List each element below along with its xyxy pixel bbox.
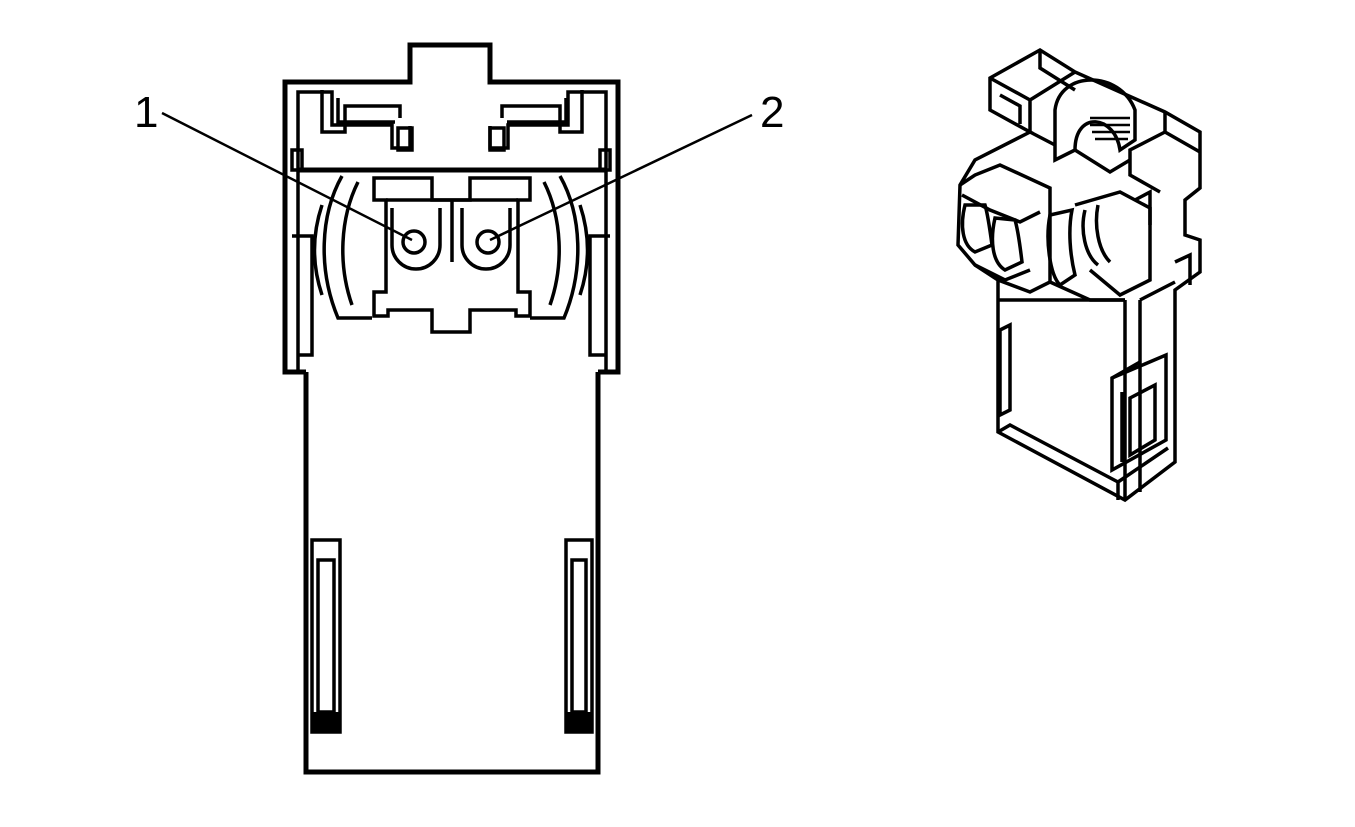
terminal-pin-2: [475, 229, 501, 255]
latch-window-right-shadow: [566, 712, 592, 732]
iso-front-step: [1049, 280, 1176, 302]
callout-1: 1: [134, 88, 413, 242]
connector-front-view: [282, 42, 621, 775]
lock-arm-right-outer: [530, 175, 580, 320]
latch-window-left: [310, 538, 342, 734]
tab-notch-left: [396, 126, 414, 152]
callout-2-leader: [489, 113, 753, 242]
lock-arm-left-inner: [341, 181, 360, 306]
terminal-divider: [386, 198, 518, 262]
iso-top-housing: [989, 50, 1201, 194]
terminal-cavity-2: [460, 208, 512, 271]
terminal-block: [372, 176, 532, 334]
iso-cavity-1: [960, 203, 994, 254]
housing-inner-frame: [296, 90, 608, 372]
callout-2: 2: [489, 88, 784, 242]
latch-detail-left: [320, 90, 402, 134]
side-slot-left-upper: [290, 148, 304, 172]
iso-side-window: [1110, 352, 1168, 473]
terminal-cavity-1: [390, 208, 442, 271]
connector-housing-outline: [282, 42, 621, 375]
iso-side-clip: [1134, 189, 1192, 285]
side-rail-right: [588, 234, 610, 357]
lock-arm-left-edge: [312, 204, 324, 296]
iso-top-ledge: [999, 93, 1131, 175]
iso-terminal-detail: [1046, 190, 1152, 298]
iso-left-slot: [998, 322, 1012, 418]
connector-body-lower: [303, 372, 601, 775]
latch-window-right: [564, 538, 594, 734]
terminal-pin-1: [401, 229, 427, 255]
lock-arm-right-inner: [542, 181, 561, 306]
callout-2-label: 2: [760, 88, 784, 137]
side-rail-left: [292, 234, 314, 357]
latch-window-left-shadow: [312, 712, 340, 732]
iso-lock-arm: [1053, 78, 1137, 163]
iso-lock-ribs: [1090, 116, 1130, 141]
iso-terminal-arc: [1081, 204, 1112, 267]
iso-cavity-2: [990, 216, 1024, 272]
connector-isometric-view: [956, 47, 1202, 503]
callout-1-leader: [161, 111, 413, 242]
lock-arm-right-edge: [578, 204, 590, 296]
iso-cavity-housing: [959, 163, 1052, 294]
latch-detail-right: [500, 90, 584, 134]
lock-arm-left-outer: [322, 175, 372, 320]
tab-notch-right: [488, 126, 506, 152]
iso-cavity-outer: [961, 193, 1041, 282]
callout-1-label: 1: [134, 88, 158, 137]
